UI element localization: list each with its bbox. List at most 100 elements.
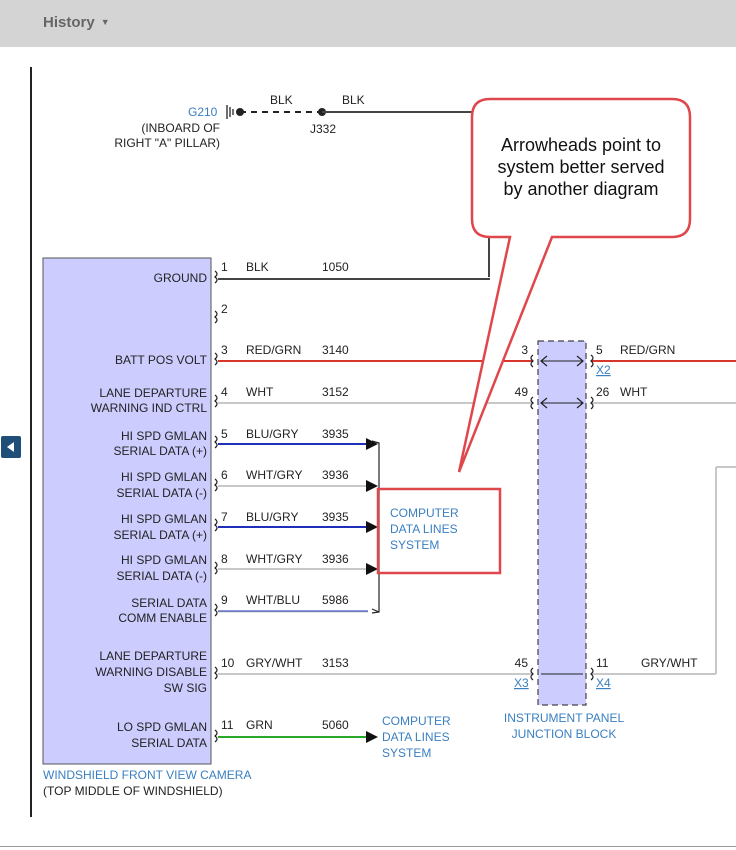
ground-symbol-icon [226, 105, 234, 119]
pin-3-label: BATT POS VOLT [115, 353, 208, 367]
ground-wire-color-left: BLK [270, 93, 293, 107]
pin-11-label-line2: SERIAL DATA [131, 736, 207, 750]
ground-wire-color-right: BLK [342, 93, 365, 107]
data-lines-bracket-tick [371, 608, 380, 613]
chevron-down-icon: ▼ [100, 17, 110, 27]
pin-10-number: 10 [221, 656, 235, 670]
jb-out-wire-color-2: WHT [620, 385, 648, 399]
computer-ref-1-line1[interactable]: COMPUTER [390, 506, 459, 520]
computer-ref-1-line2[interactable]: DATA LINES [390, 522, 458, 536]
history-label: History [43, 14, 95, 31]
pin-4-label-line1: LANE DEPARTURE [99, 386, 207, 400]
callout-bubble [457, 97, 692, 473]
jb-left-pin-49: 49 [515, 385, 529, 399]
pin-4-number: 4 [221, 385, 228, 399]
pin-6-label-line2: SERIAL DATA (-) [117, 486, 207, 500]
splice-label: J332 [310, 122, 336, 136]
wire-3-color: RED/GRN [246, 343, 301, 357]
camera-name[interactable]: WINDSHIELD FRONT VIEW CAMERA [43, 768, 251, 782]
arrowheads [366, 438, 378, 743]
wire-11-circuit: 5060 [322, 718, 349, 732]
junction-connector-brackets [530, 354, 594, 681]
pin-5-number: 5 [221, 427, 228, 441]
camera-connector-brackets [214, 270, 218, 743]
pin-7-number: 7 [221, 510, 228, 524]
junction-internal-links [541, 360, 583, 675]
pin-6-number: 6 [221, 468, 228, 482]
jb-left-pin-3: 3 [521, 343, 528, 357]
junction-arrow-tips [540, 355, 584, 409]
pin-5-label-line1: HI SPD GMLAN [121, 429, 207, 443]
arrowhead-5[interactable] [366, 438, 378, 450]
pin-10-label-line1: LANE DEPARTURE [99, 649, 207, 663]
wire-4-circuit: 3152 [322, 385, 349, 399]
connector-x2-link[interactable]: X2 [596, 363, 611, 377]
pin-8-label-line1: HI SPD GMLAN [121, 553, 207, 567]
pin-8-label-line2: SERIAL DATA (-) [117, 569, 207, 583]
history-dropdown[interactable]: History ▼ [43, 14, 110, 31]
callout-line1: Arrowheads point to [501, 135, 661, 155]
page-bottom-border [0, 846, 736, 847]
wire-5-circuit: 3935 [322, 427, 349, 441]
wire-10-circuit: 3153 [322, 656, 349, 670]
jb-left-pin-45: 45 [515, 656, 529, 670]
arrowhead-7[interactable] [366, 521, 378, 533]
wire-11-color: GRN [246, 718, 273, 732]
highlight-box [376, 487, 502, 575]
pin-11-number: 11 [221, 718, 234, 732]
camera-pin-labels: GROUND BATT POS VOLT LANE DEPARTURE WARN… [91, 271, 208, 750]
wire-7-color: BLU/GRY [246, 510, 298, 524]
pin-1-label: GROUND [154, 271, 208, 285]
computer-ref-2-line1[interactable]: COMPUTER [382, 714, 451, 728]
computer-ref-1-line3[interactable]: SYSTEM [390, 538, 439, 552]
callout-line3: by another diagram [503, 179, 658, 199]
wiring-diagram: G210 (INBOARD OF RIGHT "A" PILLAR) BLK B… [42, 93, 736, 798]
pin-2-number: 2 [221, 302, 228, 316]
wire-6-circuit: 3936 [322, 468, 349, 482]
connector-x4-link[interactable]: X4 [596, 676, 611, 690]
wire-1-circuit: 1050 [322, 260, 349, 274]
connector-x3-link[interactable]: X3 [514, 676, 529, 690]
junction-block-name-line2[interactable]: JUNCTION BLOCK [512, 727, 617, 741]
camera-location: (TOP MIDDLE OF WINDSHIELD) [43, 784, 223, 798]
pin-5-label-line2: SERIAL DATA (+) [114, 444, 207, 458]
pin-8-number: 8 [221, 552, 228, 566]
computer-ref-2-line3[interactable]: SYSTEM [382, 746, 431, 760]
pin-6-label-line1: HI SPD GMLAN [121, 470, 207, 484]
wire-4-color: WHT [246, 385, 274, 399]
wire-8-circuit: 3936 [322, 552, 349, 566]
pin-4-label-line2: WARNING IND CTRL [91, 401, 208, 415]
collapse-panel-button[interactable] [1, 436, 21, 458]
arrowhead-11[interactable] [366, 731, 378, 743]
wire-labels: BLK 1050 RED/GRN 3140 WHT 3152 BLU/GRY 3… [246, 260, 349, 732]
pin-9-label-line1: SERIAL DATA [131, 596, 207, 610]
wire-6-color: WHT/GRY [246, 468, 302, 482]
pin-10-label-line3: SW SIG [164, 681, 207, 695]
junction-block-box[interactable] [537, 340, 587, 706]
arrow-left-icon [7, 442, 14, 452]
page-left-border [30, 67, 32, 817]
jb-right-pin-26: 26 [596, 385, 610, 399]
jb-out-wire-color-3: GRY/WHT [641, 656, 698, 670]
ground-location-line2: RIGHT "A" PILLAR) [114, 136, 220, 150]
computer-ref-2-line2[interactable]: DATA LINES [382, 730, 450, 744]
junction-block-name-line1[interactable]: INSTRUMENT PANEL [504, 711, 625, 725]
wire-7-circuit: 3935 [322, 510, 349, 524]
camera-component-box[interactable] [42, 257, 212, 765]
pin-3-number: 3 [221, 343, 228, 357]
wire-8-color: WHT/GRY [246, 552, 302, 566]
jb-right-pin-11: 11 [596, 656, 609, 670]
pin-7-label-line1: HI SPD GMLAN [121, 512, 207, 526]
camera-pin-numbers: 1 2 3 4 5 6 7 8 9 10 11 [221, 260, 235, 732]
callout-line2: system better served [497, 157, 664, 177]
pin-7-label-line2: SERIAL DATA (+) [114, 528, 207, 542]
arrowhead-8[interactable] [366, 563, 378, 575]
wire-1-color: BLK [246, 260, 269, 274]
pin-11-label-line1: LO SPD GMLAN [117, 720, 207, 734]
arrowhead-6[interactable] [366, 480, 378, 492]
wire-9-color: WHT/BLU [246, 593, 300, 607]
ground-id[interactable]: G210 [188, 105, 218, 119]
jb-right-pin-5: 5 [596, 343, 603, 357]
wire-5-color: BLU/GRY [246, 427, 298, 441]
wire-3-circuit: 3140 [322, 343, 349, 357]
